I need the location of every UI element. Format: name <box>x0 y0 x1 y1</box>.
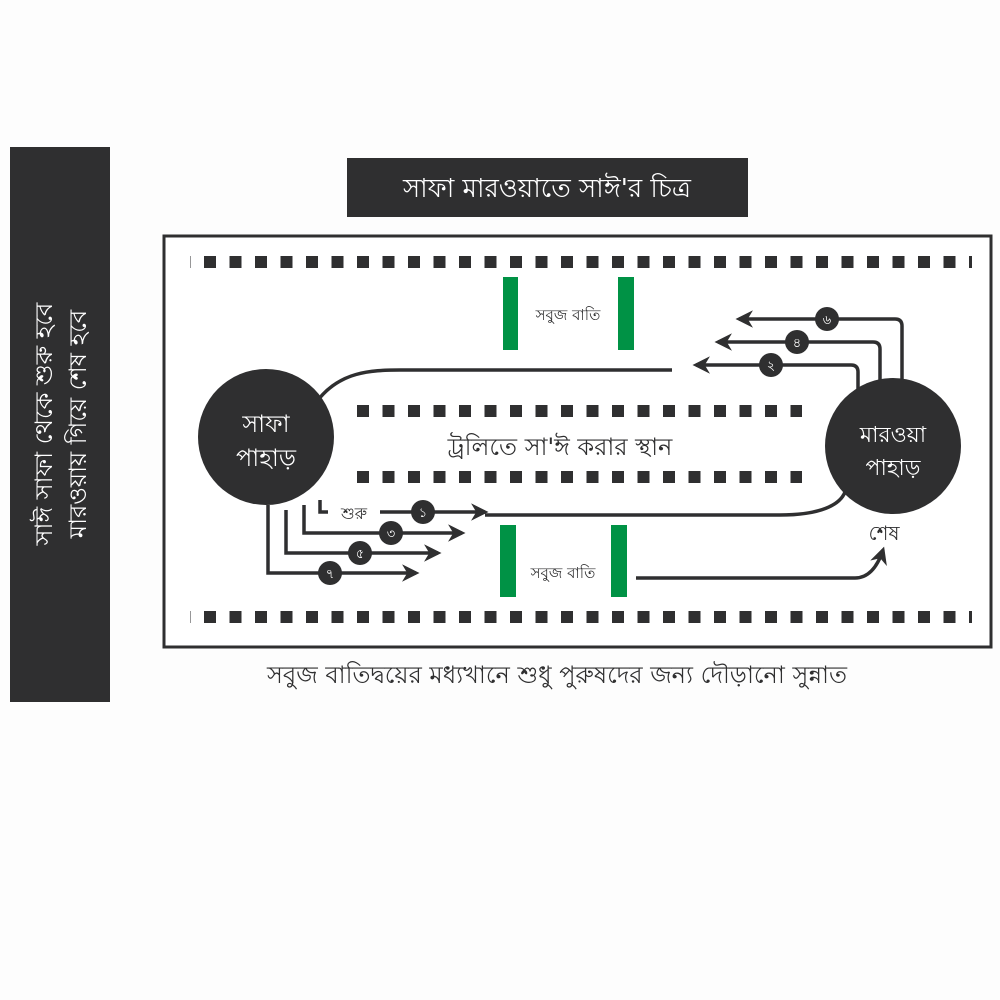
start-label: শুরু <box>340 504 368 523</box>
green-light-bottom-left <box>500 525 516 597</box>
svg-text:১: ১ <box>419 506 427 521</box>
svg-text:৭: ৭ <box>326 567 334 582</box>
safa-label-2: পাহাড় <box>236 444 297 472</box>
marwa-label-1: মারওয়া <box>859 423 927 448</box>
lap-badge-7: ৭ <box>318 561 342 585</box>
dotted-trolley-bottom <box>357 471 802 483</box>
svg-text:৬: ৬ <box>823 313 832 328</box>
side-panel-line-2: মারওয়ায় গিয়ে শেষ হবে <box>64 309 92 539</box>
marwa-label-2: পাহাড় <box>866 456 921 481</box>
title-box: সাফা মারওয়াতে সাঈ'র চিত্র <box>347 158 748 217</box>
green-light-bottom-label: সবুজ বাতি <box>530 564 596 582</box>
path-bottom <box>485 491 847 517</box>
svg-text:৫: ৫ <box>356 547 364 562</box>
end-label: শেষ <box>869 521 901 545</box>
dotted-boundary-bottom <box>190 611 972 623</box>
green-light-bottom-right <box>611 525 627 597</box>
path-top <box>316 368 672 402</box>
svg-text:২: ২ <box>767 359 775 374</box>
return-laps: ২ ৪ ৬ <box>692 307 904 390</box>
dotted-trolley-top <box>357 405 802 417</box>
lap-badge-5: ৫ <box>348 541 372 565</box>
green-light-top-label: সবুজ বাতি <box>535 306 601 324</box>
dotted-boundary-top <box>190 256 972 268</box>
marwa-hill: মারওয়া পাহাড় <box>825 378 961 514</box>
lap-badge-1: ১ <box>411 500 435 524</box>
trolley-lane-label: ট্রলিতে সা'ঈ করার স্থান <box>447 432 673 461</box>
safa-hill: সাফা পাহাড় <box>198 369 334 505</box>
forward-laps: শুরু ১ ৩ ৫ ৭ <box>266 500 489 585</box>
caption: সবুজ বাতিদ্বয়ের মধ্যখানে শুধু পুরুষদের … <box>266 661 848 689</box>
lap-badge-3: ৩ <box>379 521 403 545</box>
path-to-end <box>636 546 887 580</box>
lap-badge-4: ৪ <box>785 330 809 354</box>
side-panel-line-1: সাঈ সাফা থেকে শুরু হবে <box>30 302 58 546</box>
safa-label-1: সাফা <box>241 410 290 438</box>
svg-text:৩: ৩ <box>387 527 395 542</box>
svg-text:৪: ৪ <box>793 336 801 351</box>
lap-badge-2: ২ <box>759 353 783 377</box>
title: সাফা মারওয়াতে সাঈ'র চিত্র <box>402 173 692 204</box>
lap-badge-6: ৬ <box>815 307 839 331</box>
green-light-top-right <box>618 277 634 350</box>
green-light-top-left <box>503 277 518 350</box>
side-panel: সাঈ সাফা থেকে শুরু হবে মারওয়ায় গিয়ে শ… <box>10 147 110 702</box>
